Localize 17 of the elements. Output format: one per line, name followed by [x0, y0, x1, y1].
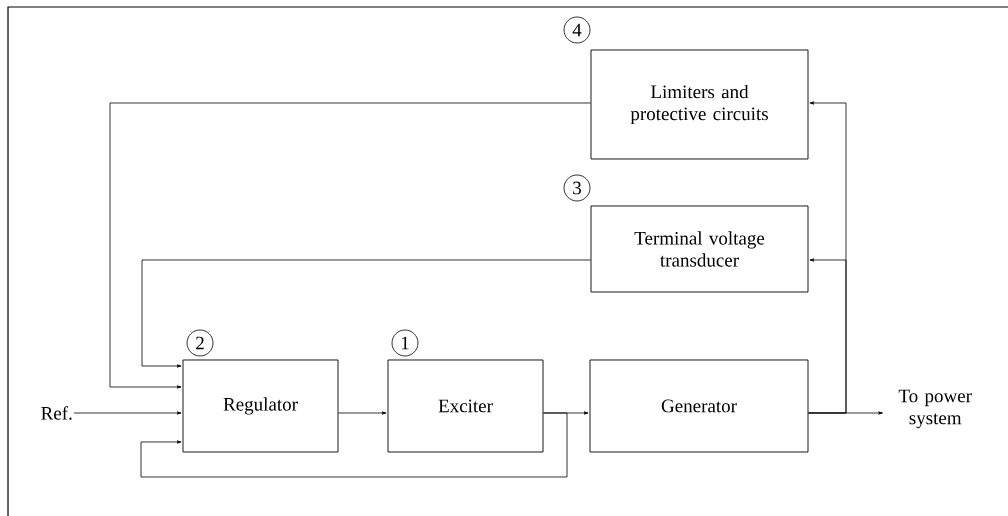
block-box: Exciter [387, 359, 544, 453]
arrow [73, 411, 182, 415]
block-box: Limiters and protective circuits [590, 49, 809, 160]
block-box: Generator [589, 359, 809, 453]
callout-number: 3 [563, 174, 591, 202]
callout-number: 1 [391, 329, 419, 357]
block-box: Terminal voltage transducer [590, 205, 809, 293]
signal-label: Ref. [41, 406, 72, 420]
arrow [109, 102, 591, 389]
signal-label: To power system [898, 389, 972, 429]
block-box: Regulator [182, 359, 339, 453]
arrow [808, 258, 847, 414]
arrow [140, 412, 568, 478]
callout-number: 4 [563, 16, 591, 44]
arrow [141, 259, 591, 368]
callout-number: 2 [186, 329, 214, 357]
arrow [338, 411, 387, 415]
